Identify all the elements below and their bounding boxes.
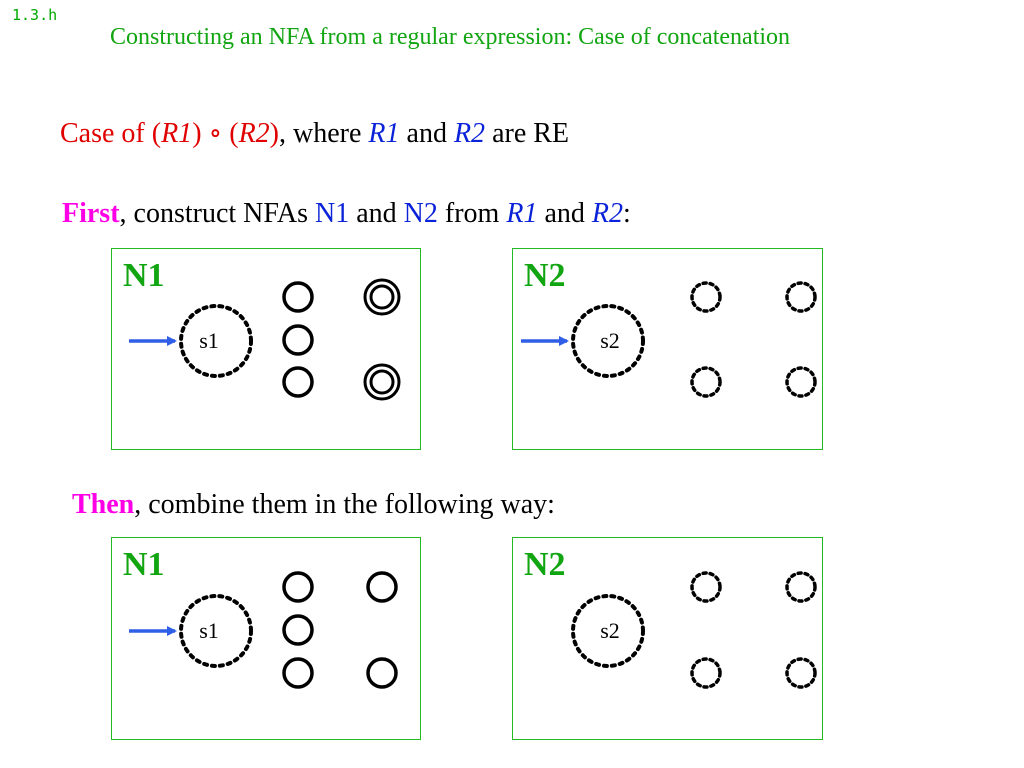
case-line: Case of (R1) ∘ (R2), where R1 and R2 are…	[60, 116, 569, 150]
top-n1-state	[282, 366, 314, 398]
top-n1-state	[282, 324, 314, 356]
first-n1: N1	[315, 198, 350, 229]
first-t3: from	[437, 198, 507, 229]
bottom-n2-state	[690, 657, 722, 689]
first-r1: R1	[506, 198, 538, 229]
first-t1: , construct NFAs	[119, 198, 315, 229]
top-n1-accept-state	[363, 278, 401, 316]
bottom-n1-state	[366, 571, 398, 603]
top-n1-start-state	[179, 304, 253, 378]
bottom-n2-start-state-label: s2	[600, 618, 620, 643]
bottom-n2-box: N2	[512, 537, 823, 740]
bottom-n1-start-state	[179, 594, 253, 668]
bottom-n2-state	[785, 571, 817, 603]
first-keyword: First	[62, 198, 120, 229]
first-line: First, construct NFAs N1 and N2 from R1 …	[62, 198, 631, 230]
case-r1b: R1	[368, 118, 400, 149]
then-rest: , combine them in the following way:	[134, 489, 555, 520]
top-n1-box: N1	[111, 248, 421, 450]
bottom-n2-label: N2	[524, 546, 566, 583]
top-n1-accept-state	[363, 363, 401, 401]
top-n2-state	[690, 366, 722, 398]
case-r1: R1	[161, 118, 193, 149]
bottom-n1-state	[282, 571, 314, 603]
slide-number: 1.3.h	[12, 6, 58, 24]
top-n2-start-state	[571, 304, 645, 378]
then-line: Then, combine them in the following way:	[72, 489, 555, 521]
top-n1-start-state-label: s1	[199, 328, 219, 353]
top-n1-label: N1	[123, 257, 165, 294]
bottom-n1-start-state-label: s1	[199, 618, 219, 643]
case-r2b: R2	[453, 118, 486, 149]
bottom-n2-state	[690, 571, 722, 603]
bottom-n1-state	[282, 614, 314, 646]
first-t4: and	[537, 198, 592, 229]
slide-title: Constructing an NFA from a regular expre…	[110, 24, 791, 50]
bottom-n1-label: N1	[123, 546, 165, 583]
case-rest1: , where	[279, 118, 369, 149]
bottom-n1-state	[282, 657, 314, 689]
top-n2-start-state-label: s2	[600, 328, 620, 353]
first-r2: R2	[591, 198, 623, 229]
bottom-n2-state	[785, 657, 817, 689]
case-r2: R2	[238, 118, 270, 149]
case-mid1: ) ∘ (	[192, 118, 239, 149]
then-keyword: Then	[72, 489, 135, 520]
case-prefix: Case of (	[60, 118, 162, 149]
top-n2-state	[690, 281, 722, 313]
top-n1-state	[282, 281, 314, 313]
top-n2-box: N2	[512, 248, 823, 450]
first-n2: N2	[403, 198, 438, 229]
top-n2-state	[785, 281, 817, 313]
first-t2: and	[349, 198, 404, 229]
bottom-n1-box: N1	[111, 537, 421, 740]
case-mid2: )	[269, 118, 279, 149]
first-t5: :	[623, 198, 631, 229]
top-n2-label: N2	[524, 257, 566, 294]
case-and: and	[399, 118, 454, 149]
top-n2-state	[785, 366, 817, 398]
bottom-n2-start-state	[571, 594, 645, 668]
bottom-n1-state	[366, 657, 398, 689]
case-rest2: are RE	[485, 118, 570, 149]
